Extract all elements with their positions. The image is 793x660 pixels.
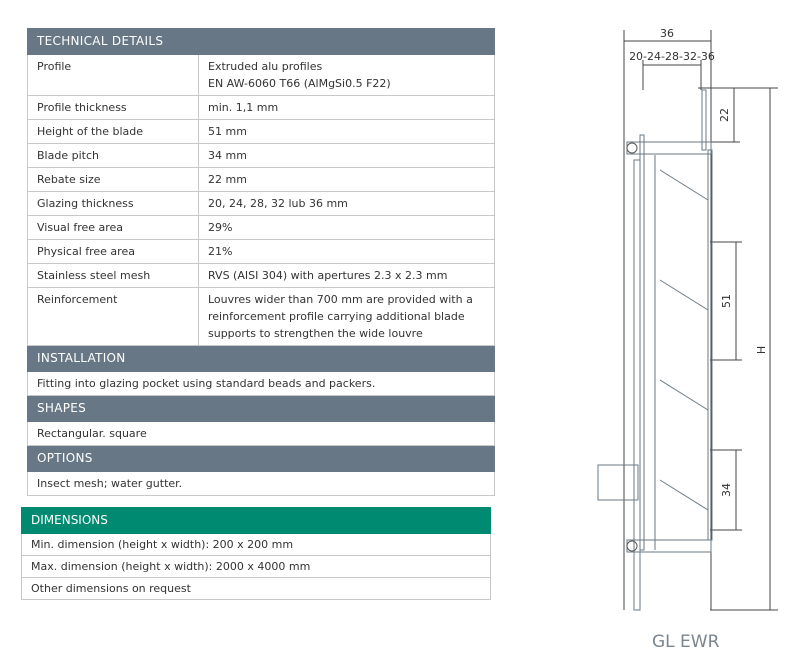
dimension-row: Min. dimension (height x width): 200 x 2… [21,533,491,556]
row-label: Visual free area [27,215,199,240]
dimensions-header: DIMENSIONS [21,507,491,534]
dimension-row: Other dimensions on request [21,577,491,600]
height-dimension-label: H [755,346,768,354]
row-value: 34 mm [198,143,495,168]
row-label: Profile thickness [27,95,199,120]
row-label: Blade pitch [27,143,199,168]
row-value: 29% [198,215,495,240]
row-label: Profile [27,54,199,96]
dimensions-table: DIMENSIONS Min. dimension (height x widt… [21,507,491,600]
blade-dimension-label: 51 [720,294,733,308]
pitch-dimension-label: 34 [720,483,733,497]
row-value: RVS (AISI 304) with apertures 2.3 x 2.3 … [198,263,495,288]
installation-text: Fitting into glazing pocket using standa… [27,371,495,396]
width-dimension-label: 36 [660,27,674,40]
row-label: Height of the blade [27,119,199,144]
row-label: Reinforcement [27,287,199,346]
row-label: Physical free area [27,239,199,264]
louvre-cross-section-drawing: 36 20-24-28-32-36 22 51 34 H [597,27,778,611]
row-label: Stainless steel mesh [27,263,199,288]
options-text: Insect mesh; water gutter. [27,471,495,496]
installation-header: INSTALLATION [27,345,495,372]
shapes-header: SHAPES [27,395,495,422]
technical-details-header: TECHNICAL DETAILS [27,28,495,55]
row-value: 51 mm [198,119,495,144]
row-value: 22 mm [198,167,495,192]
rebate-dimension-label: 22 [718,108,731,122]
dimension-row: Max. dimension (height x width): 2000 x … [21,555,491,578]
row-label: Glazing thickness [27,191,199,216]
product-title: GL EWR [652,632,720,652]
row-value: Louvres wider than 700 mm are provided w… [198,287,495,346]
row-value: 21% [198,239,495,264]
row-value: min. 1,1 mm [198,95,495,120]
glazing-dimension-label: 20-24-28-32-36 [629,50,715,63]
options-header: OPTIONS [27,445,495,472]
row-value: 20, 24, 28, 32 lub 36 mm [198,191,495,216]
shapes-text: Rectangular. square [27,421,495,446]
row-label: Rebate size [27,167,199,192]
